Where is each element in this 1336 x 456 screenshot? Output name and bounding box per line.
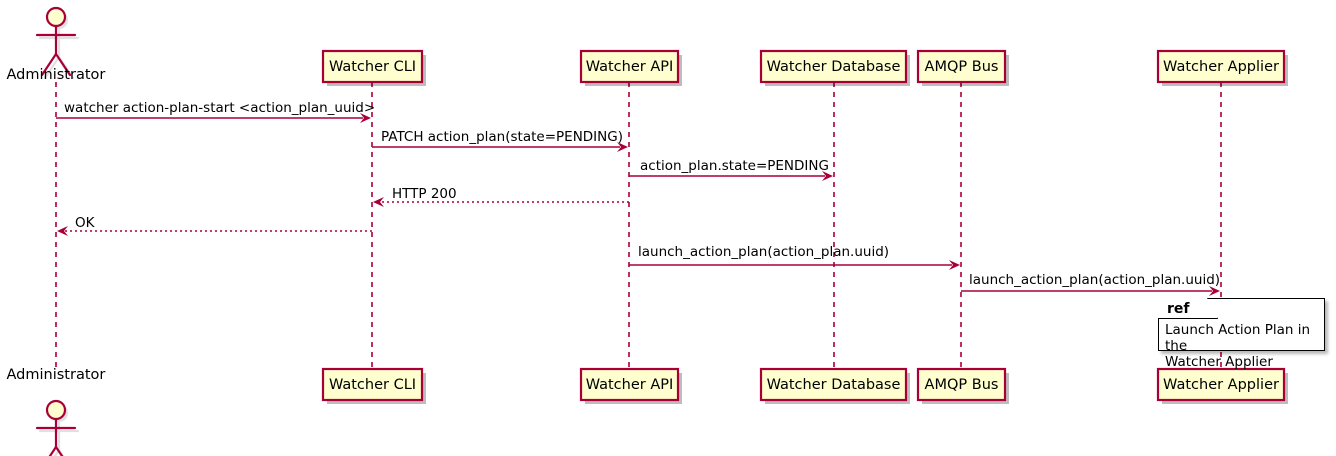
actor-figure-top-administrator[interactable]	[35, 6, 77, 77]
participant-label-top-watcher-cli: Watcher CLI	[328, 58, 417, 75]
message-arrowhead-2	[822, 171, 833, 181]
message-label-5: launch_action_plan(action_plan.uuid)	[638, 244, 890, 260]
participant-box-bottom-watcher-cli[interactable]	[321, 367, 424, 402]
ref-fragment-keyword: ref	[1167, 301, 1190, 317]
actor-figure-bottom-administrator[interactable]	[35, 399, 77, 456]
actor-limb	[54, 52, 72, 77]
message-label-3: HTTP 200	[392, 186, 457, 202]
actor-limb	[40, 52, 58, 77]
message-label-4: OK	[75, 215, 95, 231]
actor-head	[45, 399, 67, 421]
participant-box-top-watcher-applier[interactable]	[1156, 49, 1286, 84]
participant-label-top-amqp-bus: AMQP Bus	[924, 58, 999, 75]
participant-box-top-watcher-cli[interactable]	[321, 49, 424, 84]
message-arrowhead-1	[617, 142, 628, 152]
ref-fragment-text: Launch Action Plan in the Watcher Applie…	[1165, 322, 1320, 371]
actor-head	[45, 6, 67, 28]
actor-label-bottom-administrator: Administrator	[6, 367, 106, 383]
participant-label-bottom-watcher-database: Watcher Database	[766, 376, 901, 393]
participant-label-bottom-watcher-applier: Watcher Applier	[1163, 376, 1279, 393]
participant-box-top-watcher-database[interactable]	[759, 49, 908, 84]
message-label-2: action_plan.state=PENDING	[640, 158, 829, 174]
message-arrowhead-0	[360, 113, 371, 123]
participant-box-bottom-amqp-bus[interactable]	[916, 367, 1007, 402]
participant-label-top-watcher-api: Watcher API	[585, 58, 674, 75]
participant-label-bottom-amqp-bus: AMQP Bus	[924, 376, 999, 393]
message-arrowhead-3	[373, 197, 384, 207]
actor-limb	[43, 55, 61, 80]
participant-box-bottom-watcher-database[interactable]	[759, 367, 908, 402]
message-arrowhead-5	[949, 260, 960, 270]
participant-label-top-watcher-database: Watcher Database	[766, 58, 901, 75]
actor-label-top-administrator: Administrator	[6, 67, 106, 83]
participant-box-bottom-watcher-applier[interactable]	[1156, 367, 1286, 402]
participant-label-bottom-watcher-api: Watcher API	[585, 376, 674, 393]
participant-box-bottom-watcher-api[interactable]	[579, 367, 680, 402]
participant-label-top-watcher-applier: Watcher Applier	[1163, 58, 1279, 75]
message-label-1: PATCH action_plan(state=PENDING)	[381, 129, 623, 145]
actor-limb	[54, 445, 64, 456]
message-label-6: launch_action_plan(action_plan.uuid)	[969, 272, 1221, 288]
message-arrowhead-6	[1209, 286, 1220, 296]
participant-box-top-amqp-bus[interactable]	[916, 49, 1007, 84]
ref-fragment-text-line-1: Launch Action Plan in the	[1165, 322, 1311, 354]
message-label-0: watcher action-plan-start <action_plan_u…	[64, 100, 376, 116]
actor-limb	[48, 445, 58, 456]
ref-fragment-text-line-2: Watcher Applier	[1165, 353, 1273, 370]
message-arrowhead-4	[57, 226, 68, 236]
participant-label-bottom-watcher-cli: Watcher CLI	[328, 376, 417, 393]
participant-box-top-watcher-api[interactable]	[579, 49, 680, 84]
actor-limb	[53, 448, 61, 456]
ref-fragment-launch-action-plan[interactable]: ref Launch Action Plan in the Watcher Ap…	[1158, 298, 1325, 370]
